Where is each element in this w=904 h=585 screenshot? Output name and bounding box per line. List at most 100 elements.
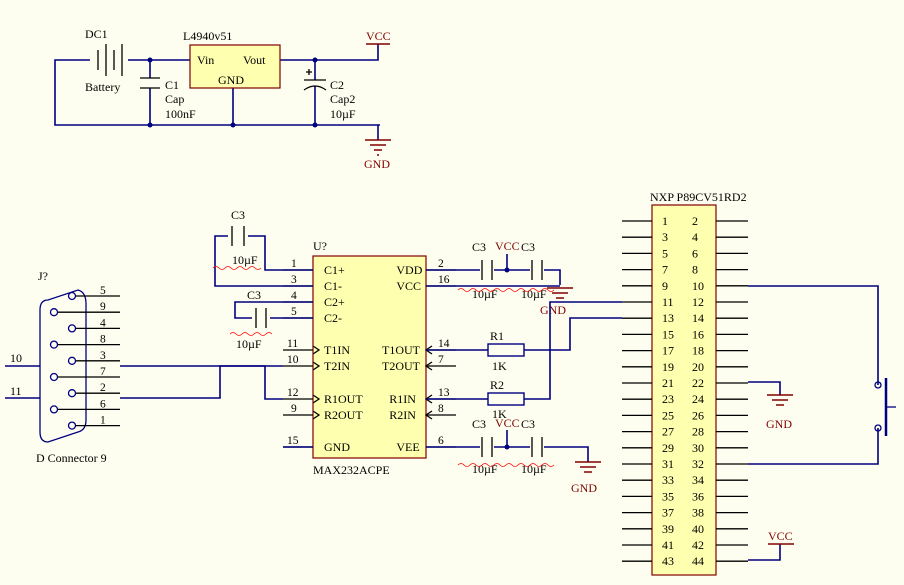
mcu-left-pin-num: 33 [662,473,674,487]
max232-left-pin-name: C2- [324,311,342,325]
mcu-left-pin-num: 5 [662,246,668,260]
mcu-right-pin-num: 22 [692,376,704,390]
c1-capacitor [140,77,160,89]
max232-left-pin-name: C1+ [324,263,345,277]
gnd-port-label: GND [364,157,390,171]
mcu-right-pin-num: 38 [692,506,704,520]
max232-right-pin-num: 14 [438,338,450,350]
db9-contact-9 [49,308,59,317]
max232-right-pin-num: 16 [438,274,450,286]
mcu-gnd-label: GND [766,417,792,431]
max232-left-pin-num: 4 [291,290,297,302]
connector-name: D Connector 9 [36,451,107,465]
max-cap3-value: 10µF [472,287,498,301]
c2-capacitor [303,69,327,91]
max232-right-pin-num: 2 [438,258,444,270]
mcu-right-pin-num: 40 [692,522,704,536]
mcu-right-pin-num: 26 [692,408,704,422]
regulator-ref: L4940v51 [183,29,232,43]
max232-left-pin-name: C1- [324,279,342,293]
r2-ref: R2 [490,378,504,392]
mcu-left-pin-num: 31 [662,457,674,471]
pin-arrow-icon [424,361,433,371]
max-gnd-1: GND [540,303,566,317]
max-cap4-ref: C3 [521,240,535,254]
max232-left-pin-num: 11 [287,338,298,350]
max-cap6-ref: C3 [521,417,535,431]
max232-left-pin-num: 9 [291,403,297,415]
db9-pin-num: 7 [100,366,106,378]
c2-value: 10µF [330,107,356,121]
mcu-left-pin-num: 9 [662,279,668,293]
mcu-right-pin-num: 30 [692,441,704,455]
max-vcc-port-1: VCC [495,239,520,253]
db9-contact-8 [49,340,59,349]
max232-left-pin-name: GND [324,440,350,454]
mcu-right-pin-num: 44 [692,554,704,568]
db9-pin-num: 3 [100,350,106,362]
db9-pin-num: 9 [100,301,106,313]
mcu-left-pin-num: 39 [662,522,674,536]
mcu-left-pin-num: 41 [662,538,674,552]
mcu-right-pin-num: 14 [692,311,704,325]
max232-right-pin-name: T2OUT [382,359,421,373]
vcc-port-label: VCC [366,29,391,43]
battery-ref: DC1 [85,27,108,41]
power-supply-section: DC1 Battery C1 Cap 100nF L4940v51 Vin Vo… [54,27,391,171]
r2-value: 1K [492,407,507,421]
db9-contact-6 [49,405,59,414]
max232-right-pin-name: R2IN [389,408,416,422]
mcu-right-pin-num: 18 [692,344,704,358]
max232-left-pin-num: 3 [291,274,297,286]
c1-type: Cap [165,92,184,106]
regulator-body [189,44,281,89]
pin-arrow-icon [424,410,433,420]
mcu-left-pin-num: 25 [662,408,674,422]
mcu-right-pin-num: 2 [692,214,698,228]
mcu-left-pin-num: 43 [662,554,674,568]
r1-ref: R1 [490,329,504,343]
max-cap1-ref: C3 [231,208,245,222]
mcu-left-pin-num: 15 [662,327,674,341]
max232-right-pin-name: VEE [396,440,419,454]
net-label-11: 11 [10,384,22,398]
r1-resistor [487,343,525,357]
mcu-left-pin-num: 29 [662,441,674,455]
max232-left-pin-num: 5 [291,306,297,318]
mcu-left-pin-num: 1 [662,214,668,228]
max232-name: MAX232ACPE [313,463,390,477]
battery-value: Battery [85,80,120,94]
mcu-right-pin-num: 32 [692,457,704,471]
db9-contact-1 [67,421,77,430]
db9-contact-5 [67,291,77,301]
max-cap1-value: 10µF [232,253,258,267]
pin-arrow-icon [312,410,321,420]
mcu-right-pin-num: 36 [692,489,704,503]
max232-left-pin-num: 1 [291,258,297,270]
mcu-right-pin-num: 6 [692,246,698,260]
regulator-pin-gnd: GND [218,73,244,87]
max-cap4-value: 10µF [521,287,547,301]
mcu-ref: NXP P89CV51RD2 [650,190,747,204]
mcu-right-pin-num: 4 [692,230,698,244]
mcu-right-pin-num: 28 [692,425,704,439]
max232-right-pin-name: VCC [396,279,421,293]
max-cap2-value: 10µF [236,337,262,351]
max-cap5-ref: C3 [472,417,486,431]
mcu-right-pin-num: 34 [692,473,704,487]
max232-left-pin-num: 12 [287,387,299,399]
c1-ref: C1 [165,78,179,92]
r1-value: 1K [492,359,507,373]
net-label-10: 10 [10,351,22,365]
pushbutton-switch: S? [874,378,896,436]
mcu-right-pin-num: 12 [692,295,704,309]
mcu-left-pin-num: 35 [662,489,674,503]
mcu-left-pin-num: 3 [662,230,668,244]
mcu-left-pin-num: 27 [662,425,674,439]
connector-ref: J? [38,269,48,283]
db9-pin-num: 8 [100,334,106,346]
max-cap2-ref: C3 [247,288,261,302]
